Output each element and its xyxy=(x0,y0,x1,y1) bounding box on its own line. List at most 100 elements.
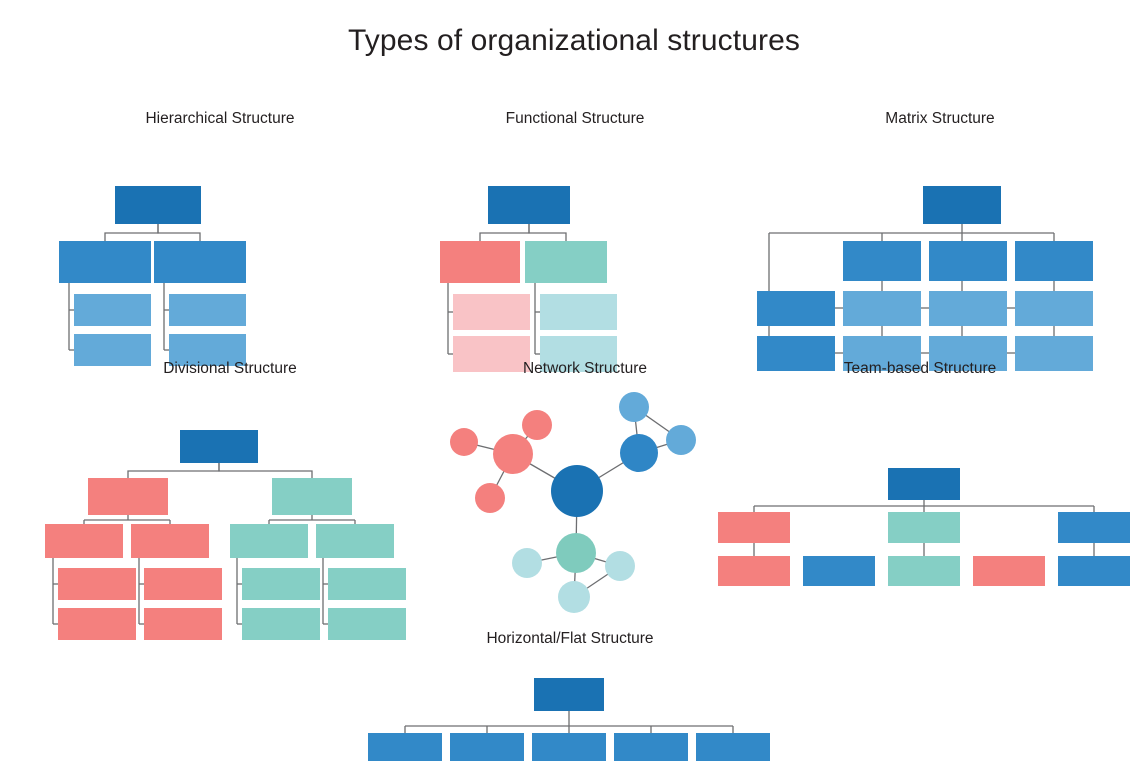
node-row-head-2[interactable] xyxy=(757,336,835,371)
node-branch-left[interactable] xyxy=(440,241,520,283)
node-member-1[interactable] xyxy=(718,556,790,586)
panel-team-based: Team-based Structure xyxy=(710,360,1130,600)
node-salmon-node-top[interactable] xyxy=(522,410,552,440)
node-root[interactable] xyxy=(115,186,201,224)
node-blue-node-top[interactable] xyxy=(619,392,649,422)
node-right-leaf-1a[interactable] xyxy=(242,568,320,600)
node-leaf-right-2[interactable] xyxy=(540,336,617,372)
node-right-sub-2[interactable] xyxy=(316,524,394,558)
panel-title-team-based: Team-based Structure xyxy=(843,360,997,377)
node-teal-node-left[interactable] xyxy=(512,548,542,578)
connector-root-to-right xyxy=(157,224,201,241)
connector-root-to-left-division xyxy=(127,463,220,478)
node-team-lead-2[interactable] xyxy=(888,512,960,543)
node-right-leaf-1b[interactable] xyxy=(242,608,320,640)
diagram-network xyxy=(440,392,730,619)
node-unit-4[interactable] xyxy=(614,733,688,761)
panel-network: Network Structure xyxy=(440,360,730,615)
node-branch-right[interactable] xyxy=(154,241,246,283)
panel-horizontal-flat: Horizontal/Flat Structure xyxy=(360,630,780,761)
node-root[interactable] xyxy=(180,430,258,463)
node-division-left[interactable] xyxy=(88,478,168,515)
connector-root-to-left xyxy=(479,224,530,241)
panel-title-network: Network Structure xyxy=(522,360,648,377)
diagram-hierarchical xyxy=(55,148,385,366)
node-teal-node-right[interactable] xyxy=(605,551,635,581)
panel-functional: Functional Structure xyxy=(410,110,740,372)
diagram-canvas-network xyxy=(450,392,696,613)
node-col-head-3[interactable] xyxy=(1015,241,1093,281)
node-cell-1-1[interactable] xyxy=(843,291,921,326)
node-root[interactable] xyxy=(534,678,604,711)
panel-hierarchical: Hierarchical Structure xyxy=(55,110,385,366)
node-leaf-right-2[interactable] xyxy=(169,334,246,366)
node-left-sub-2[interactable] xyxy=(131,524,209,558)
node-left-leaf-1a[interactable] xyxy=(58,568,136,600)
node-leaf-left-2[interactable] xyxy=(74,334,151,366)
node-root[interactable] xyxy=(488,186,570,224)
node-unit-2[interactable] xyxy=(450,733,524,761)
node-division-right[interactable] xyxy=(272,478,352,515)
connector-root-to-right xyxy=(528,224,567,241)
node-unit-1[interactable] xyxy=(368,733,442,761)
node-unit-5[interactable] xyxy=(696,733,770,761)
node-right-leaf-2b[interactable] xyxy=(328,608,406,640)
node-salmon-cluster-center[interactable] xyxy=(493,434,533,474)
node-teal-cluster-center[interactable] xyxy=(556,533,596,573)
panel-title-divisional: Divisional Structure xyxy=(163,360,297,377)
node-root[interactable] xyxy=(888,468,960,500)
panel-title-horizontal-flat: Horizontal/Flat Structure xyxy=(486,630,654,647)
panel-divisional: Divisional Structure xyxy=(30,360,430,640)
node-leaf-left-2[interactable] xyxy=(453,336,530,372)
node-left-sub-1[interactable] xyxy=(45,524,123,558)
node-right-leaf-2a[interactable] xyxy=(328,568,406,600)
node-leaf-left-1[interactable] xyxy=(74,294,151,326)
node-member-3[interactable] xyxy=(888,556,960,586)
connector-root-to-right-division xyxy=(218,463,313,478)
page-title: Types of organizational structures xyxy=(348,24,800,57)
node-cell-2-2[interactable] xyxy=(929,336,1007,371)
diagram-canvas-horizontal-flat xyxy=(368,678,770,761)
node-member-5[interactable] xyxy=(1058,556,1130,586)
node-right-sub-1[interactable] xyxy=(230,524,308,558)
diagram-canvas-functional xyxy=(440,186,617,372)
node-col-head-2[interactable] xyxy=(929,241,1007,281)
node-member-2[interactable] xyxy=(803,556,875,586)
node-left-leaf-2b[interactable] xyxy=(144,608,222,640)
node-blue-cluster-center[interactable] xyxy=(620,434,658,472)
node-left-leaf-1b[interactable] xyxy=(58,608,136,640)
connector-root-to-left xyxy=(104,224,159,241)
node-salmon-node-bottom[interactable] xyxy=(475,483,505,513)
node-col-head-1[interactable] xyxy=(843,241,921,281)
node-row-head-1[interactable] xyxy=(757,291,835,326)
node-salmon-node-left[interactable] xyxy=(450,428,478,456)
node-team-lead-1[interactable] xyxy=(718,512,790,543)
node-leaf-right-1[interactable] xyxy=(540,294,617,330)
node-teal-node-bottom[interactable] xyxy=(558,581,590,613)
node-cell-2-1[interactable] xyxy=(843,336,921,371)
node-cell-2-3[interactable] xyxy=(1015,336,1093,371)
node-hub[interactable] xyxy=(551,465,603,517)
diagram-matrix xyxy=(755,148,1125,371)
node-branch-left[interactable] xyxy=(59,241,151,283)
node-left-leaf-2a[interactable] xyxy=(144,568,222,600)
node-cell-1-3[interactable] xyxy=(1015,291,1093,326)
node-branch-right[interactable] xyxy=(525,241,607,283)
diagram-canvas-hierarchical xyxy=(59,186,246,366)
diagram-functional xyxy=(410,148,740,372)
panel-matrix: Matrix Structure xyxy=(755,110,1125,371)
node-blue-node-right[interactable] xyxy=(666,425,696,455)
node-cell-1-2[interactable] xyxy=(929,291,1007,326)
diagram-divisional xyxy=(30,394,430,640)
node-member-4[interactable] xyxy=(973,556,1045,586)
node-team-lead-3[interactable] xyxy=(1058,512,1130,543)
node-leaf-left-1[interactable] xyxy=(453,294,530,330)
panel-title-hierarchical: Hierarchical Structure xyxy=(145,110,295,127)
diagram-horizontal-flat xyxy=(360,660,780,761)
node-unit-3[interactable] xyxy=(532,733,606,761)
node-root[interactable] xyxy=(923,186,1001,224)
node-leaf-right-1[interactable] xyxy=(169,294,246,326)
diagram-canvas-divisional xyxy=(45,430,406,640)
diagram-canvas-team-based xyxy=(718,468,1130,586)
